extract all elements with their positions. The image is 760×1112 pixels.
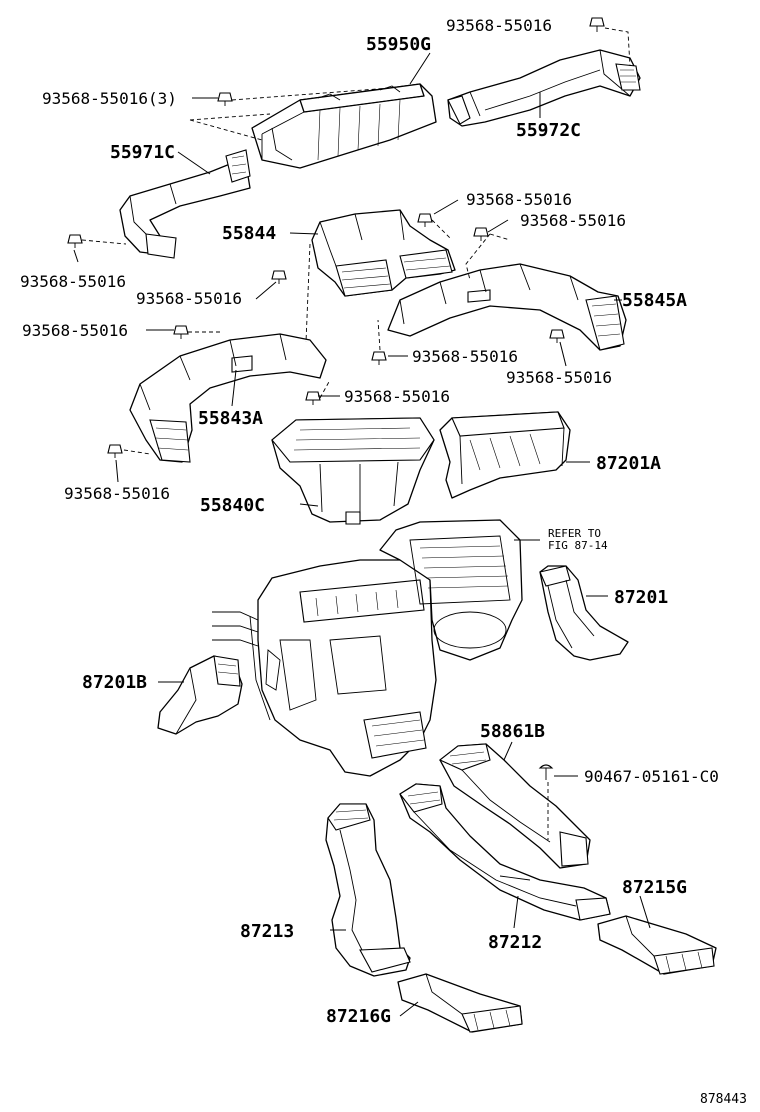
bolt-55950g bbox=[217, 92, 233, 106]
label-bolt-55844-left: 93568-55016 bbox=[136, 289, 242, 308]
label-87201: 87201 bbox=[614, 587, 668, 608]
label-87212: 87212 bbox=[488, 932, 542, 953]
label-87215g: 87215G bbox=[622, 877, 687, 898]
label-refer-line1: REFER TO bbox=[548, 527, 601, 540]
bolt-top-right bbox=[589, 17, 605, 32]
label-87201b: 87201B bbox=[82, 672, 147, 693]
label-bolt-3: 93568-55016(3) bbox=[42, 89, 177, 108]
bolt-55971c bbox=[67, 234, 83, 248]
bolt-55844-left bbox=[271, 270, 287, 284]
diagram-id: 878443 bbox=[700, 1092, 747, 1107]
label-55844: 55844 bbox=[222, 223, 276, 244]
part-87215g[interactable] bbox=[597, 915, 717, 975]
label-bolt-55843a-upper: 93568-55016 bbox=[22, 321, 128, 340]
label-bolt-top-right: 93568-55016 bbox=[446, 16, 552, 35]
label-87213: 87213 bbox=[240, 921, 294, 942]
part-58861b[interactable] bbox=[438, 743, 591, 869]
label-bolt-55845a-lower: 93568-55016 bbox=[506, 368, 612, 387]
label-55950g: 55950G bbox=[366, 34, 431, 55]
bolt-55845a-lower bbox=[549, 329, 565, 343]
label-58861b: 58861B bbox=[480, 721, 545, 742]
part-labels: 93568-55016 55950G 93568-55016(3) 55972C… bbox=[20, 16, 747, 1107]
part-heater-unit-assembly bbox=[212, 519, 523, 777]
part-55845a[interactable] bbox=[387, 263, 627, 351]
label-87201a: 87201A bbox=[596, 453, 661, 474]
part-55844[interactable] bbox=[311, 209, 456, 297]
bolt-55843a-lower-right bbox=[305, 391, 321, 405]
label-55845a: 55845A bbox=[622, 290, 687, 311]
label-55971c: 55971C bbox=[110, 142, 175, 163]
part-55843a[interactable] bbox=[129, 333, 327, 463]
label-bolt-55845a-upper: 93568-55016 bbox=[520, 211, 626, 230]
label-55840c: 55840C bbox=[200, 495, 265, 516]
part-87201b[interactable] bbox=[157, 655, 243, 735]
part-55972c[interactable] bbox=[447, 49, 641, 127]
label-55972c: 55972C bbox=[516, 120, 581, 141]
label-bolt-55971c: 93568-55016 bbox=[20, 272, 126, 291]
bolt-55843a-lower-left bbox=[107, 444, 123, 458]
part-87212[interactable] bbox=[399, 783, 611, 921]
part-55950g[interactable] bbox=[251, 83, 437, 169]
bolt-center bbox=[371, 351, 387, 365]
bolt-55845a-upper bbox=[473, 227, 489, 241]
part-87216g[interactable] bbox=[397, 973, 523, 1033]
leader-lines bbox=[73, 25, 651, 1017]
part-87201a[interactable] bbox=[439, 411, 571, 499]
label-refer-line2: FIG 87-14 bbox=[548, 539, 608, 552]
label-bolt-55843a-lower-left: 93568-55016 bbox=[64, 484, 170, 503]
screw-90467 bbox=[538, 764, 554, 780]
label-bolt-55843a-lower-right: 93568-55016 bbox=[344, 387, 450, 406]
part-55840c[interactable] bbox=[271, 417, 435, 525]
bolt-55844-upper bbox=[417, 213, 433, 227]
label-87216g: 87216G bbox=[326, 1006, 391, 1027]
label-bolt-center: 93568-55016 bbox=[412, 347, 518, 366]
part-87201[interactable] bbox=[539, 565, 629, 661]
label-55843a: 55843A bbox=[198, 408, 263, 429]
alignment-lines bbox=[81, 27, 631, 840]
part-55971c[interactable] bbox=[119, 149, 251, 259]
part-87213[interactable] bbox=[325, 803, 411, 977]
bolt-55843a-upper bbox=[173, 325, 189, 339]
label-screw-90467: 90467-05161-C0 bbox=[584, 767, 719, 786]
label-bolt-55844-upper: 93568-55016 bbox=[466, 190, 572, 209]
